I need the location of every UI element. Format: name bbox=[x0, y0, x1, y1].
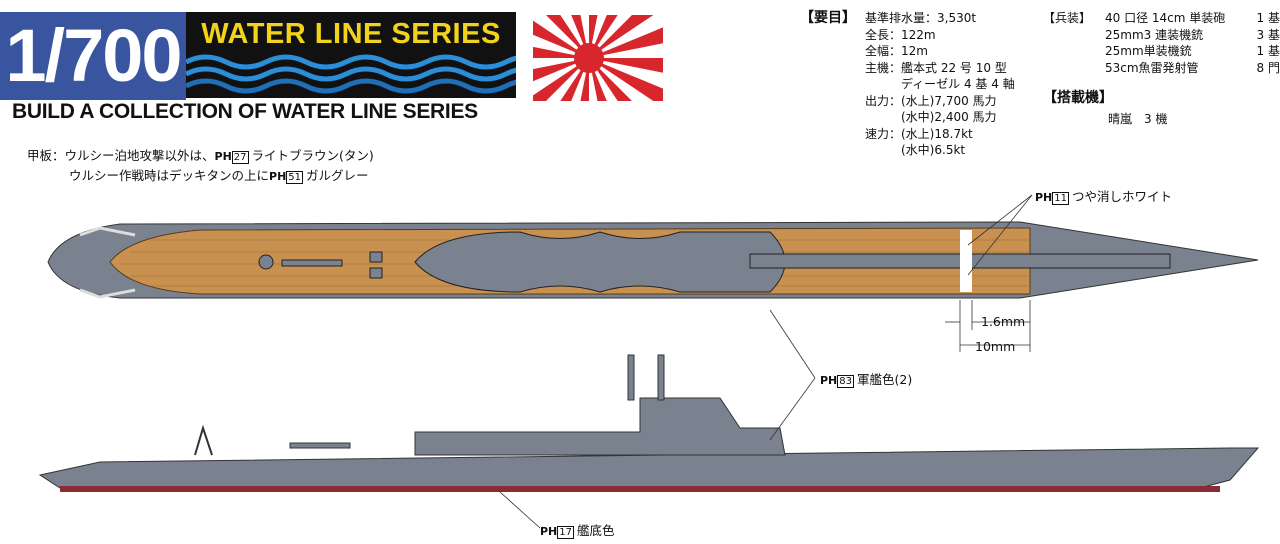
spec-row: 速力：(水上)18.7kt bbox=[865, 126, 973, 141]
top-view-hull bbox=[47, 221, 1259, 299]
tagline: BUILD A COLLECTION OF WATER LINE SERIES bbox=[12, 100, 478, 123]
flag-ray bbox=[589, 15, 654, 58]
series-logo: WATER LINE SERIES bbox=[186, 12, 516, 98]
specs-block: 【要目】 bbox=[800, 10, 856, 27]
armament-qty: 1 基 bbox=[1256, 11, 1280, 25]
armament-qty: 1 基 bbox=[1256, 44, 1280, 58]
side-view-hull bbox=[38, 354, 1260, 492]
aircraft-heading: 【搭載機】 bbox=[1043, 90, 1113, 106]
spec-row: (水中)2,400 馬力 bbox=[865, 110, 997, 124]
waves-icon bbox=[186, 54, 516, 94]
dimension-stripe-width: 1.6mm bbox=[981, 314, 1026, 329]
armament-row: 25mm3 連装機銃 3 基 bbox=[1105, 27, 1280, 44]
spec-row: 出力：(水上)7,700 馬力 bbox=[865, 93, 997, 108]
armament-list: 40 口径 14cm 単装砲 1 基 25mm3 連装機銃 3 基 25mm単装機銃 1 … bbox=[1105, 10, 1280, 76]
armament-qty: 3 基 bbox=[1256, 27, 1280, 42]
armament-row: 53cm魚雷発射管 8 門 bbox=[1105, 60, 1280, 77]
flag-ray bbox=[589, 58, 632, 101]
armament-item: 25mm単装機銃 bbox=[1105, 44, 1192, 58]
aircraft-value: 晴嵐 3 機 bbox=[1108, 112, 1168, 126]
paint-code: 27 bbox=[231, 151, 249, 164]
flag-ray bbox=[533, 58, 589, 82]
specs-heading: 【要目】 bbox=[800, 10, 856, 26]
paint-code: 51 bbox=[286, 171, 304, 184]
leader-lines bbox=[499, 194, 1033, 529]
specs-list: 基準排水量：3,530t 全長：122m 全幅：12m 主機：艦本式 22 号 10 … bbox=[865, 10, 1015, 159]
flag-ray bbox=[589, 58, 663, 73]
armament-item: 53cm魚雷発射管 bbox=[1105, 60, 1199, 75]
armament-row: 40 口径 14cm 単装砲 1 基 bbox=[1105, 10, 1280, 27]
flag-ray bbox=[589, 58, 663, 101]
armament-qty: 8 門 bbox=[1256, 60, 1280, 75]
flag-ray bbox=[589, 27, 663, 58]
spec-row: (水中)6.5kt bbox=[865, 143, 966, 157]
rising-sun-flag-icon bbox=[533, 15, 663, 101]
spec-row: 基準排水量：3,530t bbox=[865, 11, 977, 25]
flag-ray bbox=[546, 15, 589, 58]
scale-logo: 1/700 bbox=[0, 12, 186, 100]
armament-row: 25mm単装機銃 1 基 bbox=[1105, 43, 1280, 60]
armament-heading: 【兵装】 bbox=[1043, 11, 1092, 25]
flag-ray bbox=[533, 20, 589, 58]
spec-row: 全長：122m bbox=[865, 27, 936, 42]
dimension-stripe-offset: 10mm bbox=[975, 339, 1016, 354]
flag-ray bbox=[580, 58, 589, 101]
spec-row: 主機：艦本式 22 号 10 型 bbox=[865, 60, 1007, 75]
spec-row: ディーゼル 4 基 4 軸 bbox=[865, 77, 1015, 91]
armament-item: 25mm3 連装機銃 bbox=[1105, 27, 1204, 42]
flag-ray bbox=[533, 58, 589, 101]
spec-row: 全幅：12m bbox=[865, 44, 928, 58]
flag-ray bbox=[589, 15, 598, 58]
armament-item: 40 口径 14cm 単装砲 bbox=[1105, 11, 1226, 25]
series-title: WATER LINE SERIES bbox=[201, 18, 501, 50]
flag-ray bbox=[589, 58, 607, 101]
